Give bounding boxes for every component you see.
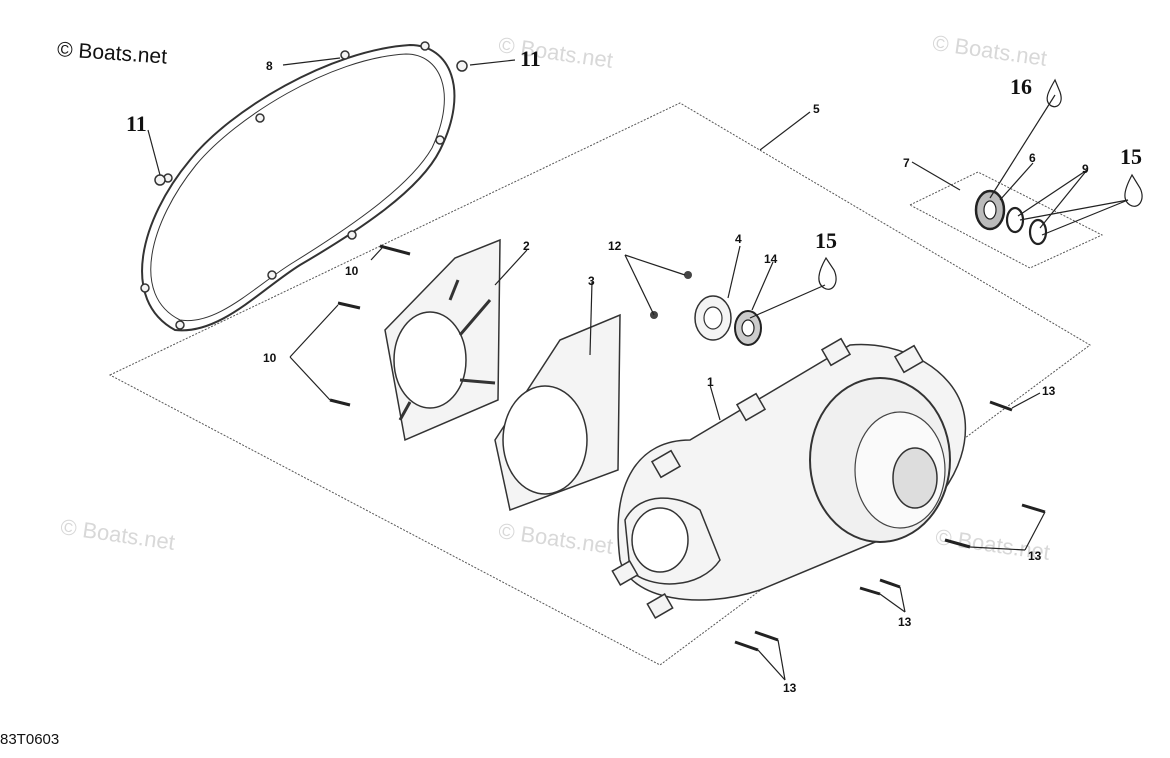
callout-4: 4: [735, 232, 742, 246]
callout-3: 3: [588, 274, 595, 288]
callout-15: 15: [1120, 144, 1142, 169]
callout-13: 13: [1028, 549, 1042, 563]
callout-7: 7: [903, 156, 910, 170]
callout-1: 1: [707, 375, 714, 389]
callout-16: 16: [1010, 74, 1032, 99]
assembly-outline: [108, 102, 1091, 666]
callout-13: 13: [783, 681, 797, 695]
callout-13: 13: [898, 615, 912, 629]
leader-lines: [147, 57, 1129, 681]
callout-10: 10: [345, 264, 359, 278]
callout-8: 8: [266, 59, 273, 73]
callout-9: 9: [1082, 162, 1089, 176]
oil-drop-icon: [1046, 78, 1062, 108]
diagram-code: 83T0603: [0, 731, 60, 748]
oil-drop-icon: [818, 256, 837, 290]
callout-2: 2: [523, 239, 530, 253]
bearing-part-14: [734, 310, 762, 346]
callout-5: 5: [813, 102, 820, 116]
callout-6: 6: [1029, 151, 1036, 165]
callout-10: 10: [263, 351, 277, 365]
seal-part-6: [974, 189, 1006, 231]
callout-11: 11: [126, 111, 147, 136]
plate-part-2: [384, 238, 501, 442]
oil-drop-icon: [1124, 173, 1143, 207]
callout-12: 12: [608, 239, 622, 253]
gasket-part-8: [140, 41, 456, 332]
cover-part-1: [611, 337, 967, 619]
o-rings-part-9: [1005, 206, 1048, 246]
callout-14: 14: [764, 252, 778, 266]
callout-13: 13: [1042, 384, 1056, 398]
sub-assembly-outline: [908, 171, 1104, 269]
flange-part-4: [694, 295, 732, 341]
callout-11: 11: [520, 46, 541, 71]
callout-15: 15: [815, 228, 837, 253]
plate-part-3: [494, 313, 621, 512]
